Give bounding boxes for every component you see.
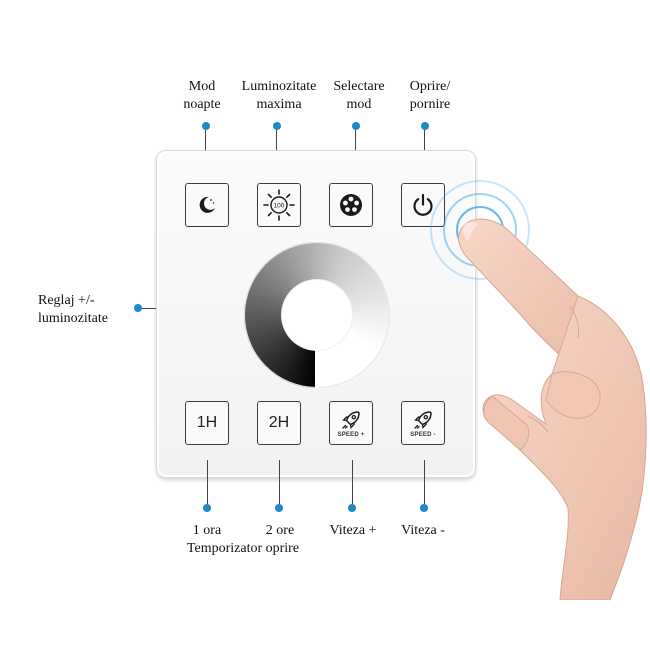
label-timer-1h: 1 ora — [192, 523, 222, 538]
speed-up-button[interactable]: SPEED + — [329, 401, 373, 445]
callout-dot-power — [421, 122, 429, 130]
moon-icon — [199, 196, 215, 213]
max-brightness-button[interactable]: 100 — [257, 183, 301, 227]
callout-dot-speed-down — [420, 504, 428, 512]
power-icon — [413, 193, 433, 216]
callout-dot-timer-2h — [275, 504, 283, 512]
brightness-value-label: 100 — [274, 203, 285, 210]
callout-line-speed-up — [352, 460, 353, 504]
pointing-hand-image — [458, 218, 647, 600]
sun-icon: 100 — [263, 189, 295, 221]
callout-dot-max-brightness — [273, 122, 281, 130]
callout-line-timer-1h — [207, 460, 208, 504]
mode-select-button[interactable] — [329, 183, 373, 227]
callout-line-timer-2h — [279, 460, 280, 504]
timer-1h-button[interactable]: 1H — [185, 401, 229, 445]
night-mode-button[interactable] — [185, 183, 229, 227]
callout-dot-timer-1h — [203, 504, 211, 512]
callout-dot-night-mode — [202, 122, 210, 130]
label-power: Oprire/pornire — [409, 79, 451, 112]
callout-dot-speed-up — [348, 504, 356, 512]
brightness-wheel-gap — [315, 342, 319, 388]
speed-up-label: SPEED + — [337, 431, 365, 438]
brightness-wheel-center — [282, 280, 352, 350]
callout-line-speed-down — [424, 460, 425, 504]
touch-ripple-outer — [430, 180, 530, 280]
callout-dot-brightness-adjust — [134, 304, 142, 312]
brightness-wheel[interactable] — [244, 242, 390, 388]
timer-2h-button[interactable]: 2H — [257, 401, 301, 445]
label-speed-down: Viteza - — [401, 523, 445, 538]
timer-2h-label: 2H — [268, 414, 290, 431]
speed-down-button[interactable]: SPEED - — [401, 401, 445, 445]
palette-icon — [340, 194, 362, 216]
callout-dot-mode-select — [352, 122, 360, 130]
label-speed-up: Viteza + — [329, 523, 377, 538]
speed-down-label: SPEED - — [410, 431, 436, 438]
label-timer-2h: 2 ore — [265, 523, 295, 538]
label-brightness-adjust: Reglaj +/-luminozitate — [38, 293, 108, 326]
timer-1h-label: 1H — [196, 414, 218, 431]
rocket-icon — [342, 410, 360, 429]
rocket-icon — [414, 410, 432, 429]
label-timer-caption: Temporizator oprire — [186, 541, 300, 556]
